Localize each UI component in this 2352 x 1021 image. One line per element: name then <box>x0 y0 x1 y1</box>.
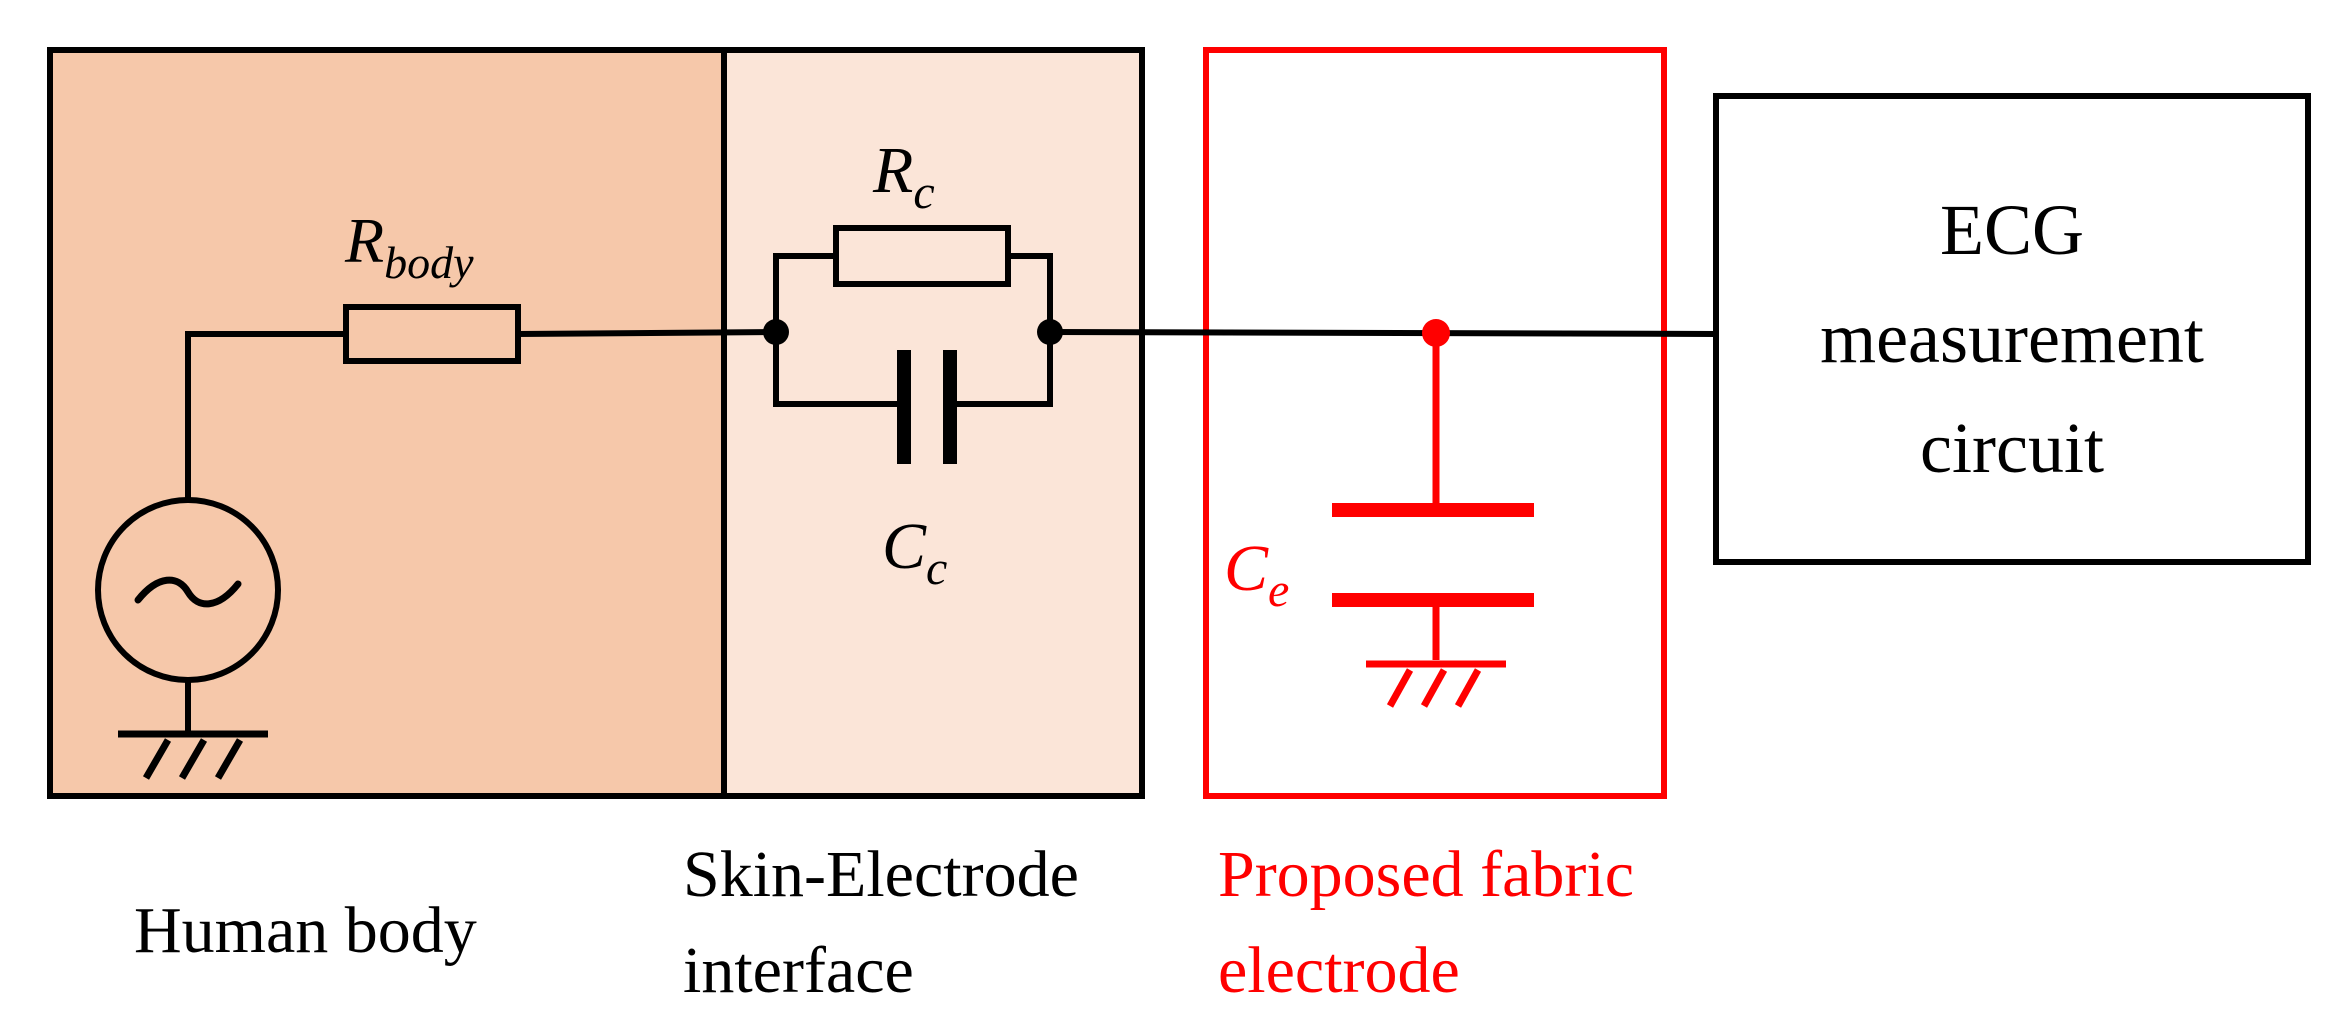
wire-source-to-rbody <box>185 331 346 500</box>
cc-label: Cc <box>882 510 947 595</box>
wire-rc-top-right <box>1008 253 1053 332</box>
wire-cc-bottom-left <box>773 332 900 407</box>
capacitor-ce <box>1332 503 1534 607</box>
wire-rc-top-left <box>773 253 836 332</box>
interface-caption-line2: interface <box>683 934 914 1007</box>
fabric-caption-line1: Proposed fabric <box>1218 838 1634 911</box>
fabric-electrode-box <box>1203 47 1667 799</box>
fabric-caption-line2: electrode <box>1218 934 1460 1007</box>
ground-icon <box>1366 660 1506 708</box>
node-left <box>763 319 789 345</box>
interface-caption-line1: Skin-Electrode <box>683 838 1079 911</box>
rbody-label: Rbody <box>344 205 474 288</box>
human-body-caption: Human body <box>134 894 477 967</box>
wire-to-ecg <box>1049 329 1717 337</box>
wire-rbody-to-node <box>517 329 777 337</box>
wire-cc-bottom-right <box>954 332 1053 407</box>
human-body-box <box>47 47 727 799</box>
ce-label: Ce <box>1224 532 1289 617</box>
capacitor-cc <box>897 350 957 464</box>
ecg-title-line2: measurement <box>1820 298 2204 378</box>
rc-label: Rc <box>872 134 935 219</box>
ecg-title-line3: circuit <box>1920 408 2104 488</box>
ecg-circuit-box <box>1713 93 2311 565</box>
ground-icon <box>118 730 268 780</box>
skin-electrode-interface-box <box>721 47 1145 799</box>
ecg-title-line1: ECG <box>1940 190 2084 270</box>
